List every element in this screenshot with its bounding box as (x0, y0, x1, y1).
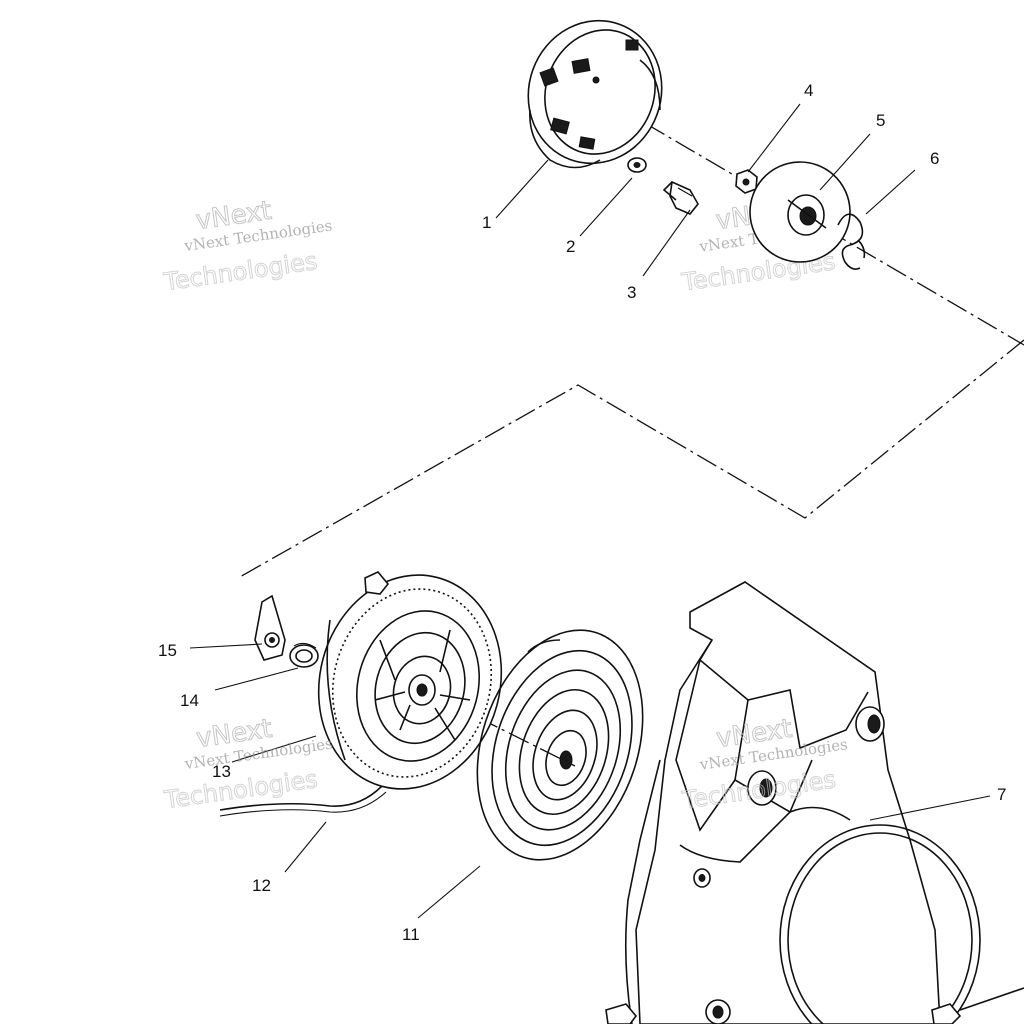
callout-4: 4 (804, 81, 813, 100)
part-14-pawl-spring (289, 642, 319, 668)
callout-3: 3 (627, 283, 636, 302)
callout-numbers: 1 2 3 4 5 6 7 11 12 13 14 15 (158, 81, 1006, 944)
callout-5: 5 (876, 111, 885, 130)
part-1-starter-cup (527, 19, 663, 169)
callout-15: 15 (158, 641, 177, 660)
watermark-left-top: vNext vNext Technologies Technologies (161, 195, 333, 296)
part-2-washer (627, 157, 647, 173)
callout-2: 2 (566, 237, 575, 256)
callout-11: 11 (402, 925, 420, 944)
watermark-left-bottom: vNext vNext Technologies Technologies (161, 713, 333, 814)
callout-7: 7 (997, 785, 1006, 804)
part-5-friction-plate (749, 161, 851, 263)
part-12-starter-rope (219, 785, 387, 817)
callout-1: 1 (482, 213, 491, 232)
callout-6: 6 (930, 149, 939, 168)
bottom-fasteners (605, 987, 1024, 1024)
callout-13: 13 (212, 762, 231, 781)
leader-lines (189, 103, 991, 919)
part-7-starter-housing (624, 581, 981, 1024)
part-3-bolt (662, 180, 699, 215)
part-11-recoil-spring (476, 629, 644, 861)
part-13-recoil-pulley (317, 571, 503, 790)
part-6-spring-clip (837, 213, 866, 270)
callout-14: 14 (180, 691, 199, 710)
callout-12: 12 (252, 876, 271, 895)
part-4-nut (735, 169, 758, 194)
part-15-pawl (254, 594, 286, 661)
